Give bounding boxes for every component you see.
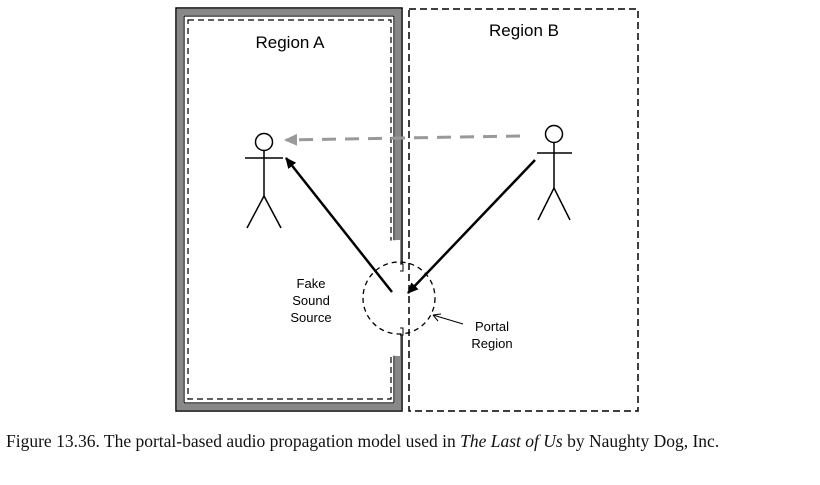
- portal-to-listener-arrow: [285, 157, 393, 293]
- portal-label-2: Region: [471, 336, 512, 351]
- source-to-portal-arrow: [407, 159, 536, 294]
- caption-title: The Last of Us: [460, 431, 563, 451]
- caption-prefix: Figure 13.36. The portal-based audio pro…: [6, 431, 461, 451]
- fake-source-waves: [341, 240, 400, 356]
- listener-figure: [245, 132, 283, 229]
- region-b-box: [408, 8, 639, 412]
- region-b-label: Region B: [489, 21, 559, 40]
- portal-label-1: Portal: [475, 319, 509, 334]
- portal-label-pointer: [432, 314, 464, 325]
- region-a-label: Region A: [256, 33, 326, 52]
- audio-propagation-diagram: Region A Region B Fake Sound Source Port…: [175, 7, 639, 412]
- direct-path-arrow: [284, 133, 521, 146]
- portal-region-circle: [362, 261, 436, 335]
- fake-source-label-3: Source: [290, 310, 331, 325]
- fake-source-label-2: Sound: [292, 293, 330, 308]
- caption-suffix: by Naughty Dog, Inc.: [562, 431, 720, 451]
- region-a-box: [175, 7, 403, 412]
- fake-source-label-1: Fake: [297, 276, 326, 291]
- figure-caption: Figure 13.36. The portal-based audio pro…: [6, 430, 816, 452]
- sound-source-figure: [537, 124, 572, 221]
